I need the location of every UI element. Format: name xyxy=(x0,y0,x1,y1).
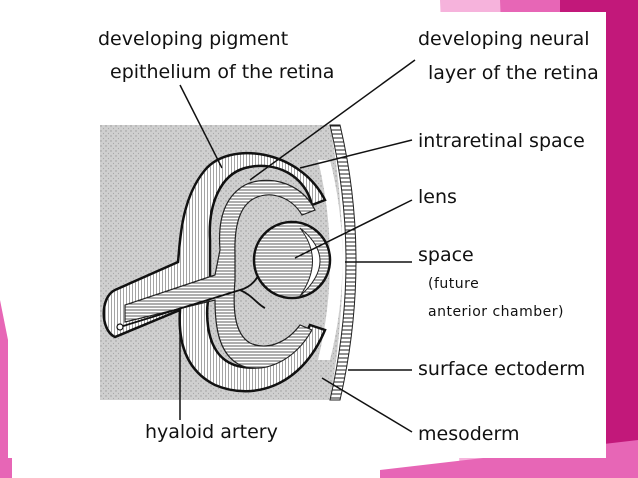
leader-lens xyxy=(294,199,413,259)
label-pigment-epithelium-line2: epithelium of the retina xyxy=(110,61,335,83)
label-surface-ectoderm: surface ectoderm xyxy=(418,358,586,380)
neural-retina-shape xyxy=(124,179,316,369)
label-space: space xyxy=(418,244,474,266)
label-mesoderm: mesoderm xyxy=(418,423,520,445)
label-hyaloid-artery: hyaloid artery xyxy=(145,421,278,443)
surface-ectoderm-shape xyxy=(329,124,357,401)
label-intraretinal-space: intraretinal space xyxy=(418,130,585,152)
hyaloid-artery-origin xyxy=(116,323,124,331)
leader-neural-layer xyxy=(249,59,416,181)
lens-crescent xyxy=(299,227,321,297)
label-pigment-epithelium-line1: developing pigment xyxy=(98,28,289,50)
leader-mesoderm xyxy=(321,377,413,433)
label-neural-layer-line1: developing neural xyxy=(418,28,590,50)
label-future: (future xyxy=(428,276,480,292)
label-lens: lens xyxy=(418,186,457,208)
label-anterior-chamber: anterior chamber) xyxy=(428,304,564,320)
pigment-epithelium-shape xyxy=(102,151,327,393)
leader-pigment-epithelium xyxy=(179,84,223,169)
label-neural-layer-line2: layer of the retina xyxy=(428,62,599,84)
leader-intraretinal-space xyxy=(299,139,413,169)
